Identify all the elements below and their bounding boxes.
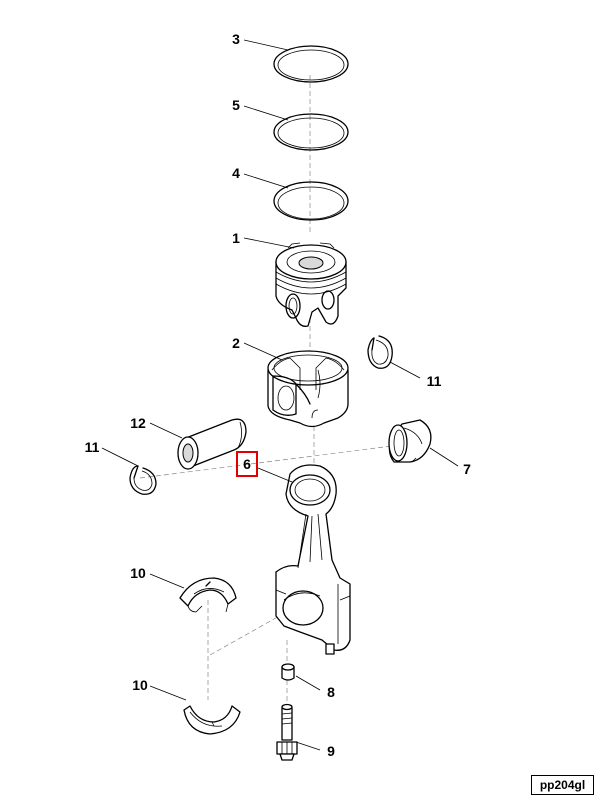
callout-4[interactable]: 4 [232,165,240,181]
pin-axis [139,444,401,479]
callout-9[interactable]: 9 [327,743,335,759]
callout-5[interactable]: 5 [232,97,240,113]
snap-ring-left[interactable] [129,465,157,495]
small-end-bush[interactable] [388,419,432,463]
snap-ring-right[interactable] [367,335,393,369]
callout-11-lower[interactable]: 11 [85,439,100,455]
piston-ring-top[interactable] [273,45,349,83]
callout-10-lower[interactable]: 10 [132,677,148,693]
callout-2[interactable]: 2 [232,335,240,351]
selected-callout-highlight [236,451,258,477]
connecting-rod[interactable] [275,464,351,655]
callout-12[interactable]: 12 [130,415,146,431]
leader-lines [101,39,459,751]
bearing-shell-upper[interactable] [179,577,237,613]
callout-8[interactable]: 8 [327,684,335,700]
piston-crown[interactable] [275,242,347,327]
callout-1[interactable]: 1 [232,230,240,246]
bearing-shell-lower[interactable] [183,705,241,735]
callout-10-upper[interactable]: 10 [130,565,146,581]
dowel-sleeve[interactable] [281,663,295,681]
diagram-reference-code: pp204gl [531,775,594,795]
callout-3[interactable]: 3 [232,31,240,47]
callout-7[interactable]: 7 [463,461,471,477]
callout-6[interactable]: 6 [243,456,251,472]
oil-control-ring[interactable] [273,181,349,221]
rod-bolt[interactable] [276,703,298,761]
piston-skirt[interactable] [267,350,349,428]
piston-ring-second[interactable] [273,113,349,151]
piston-pin[interactable] [177,418,247,470]
callout-11-upper[interactable]: 11 [427,373,442,389]
